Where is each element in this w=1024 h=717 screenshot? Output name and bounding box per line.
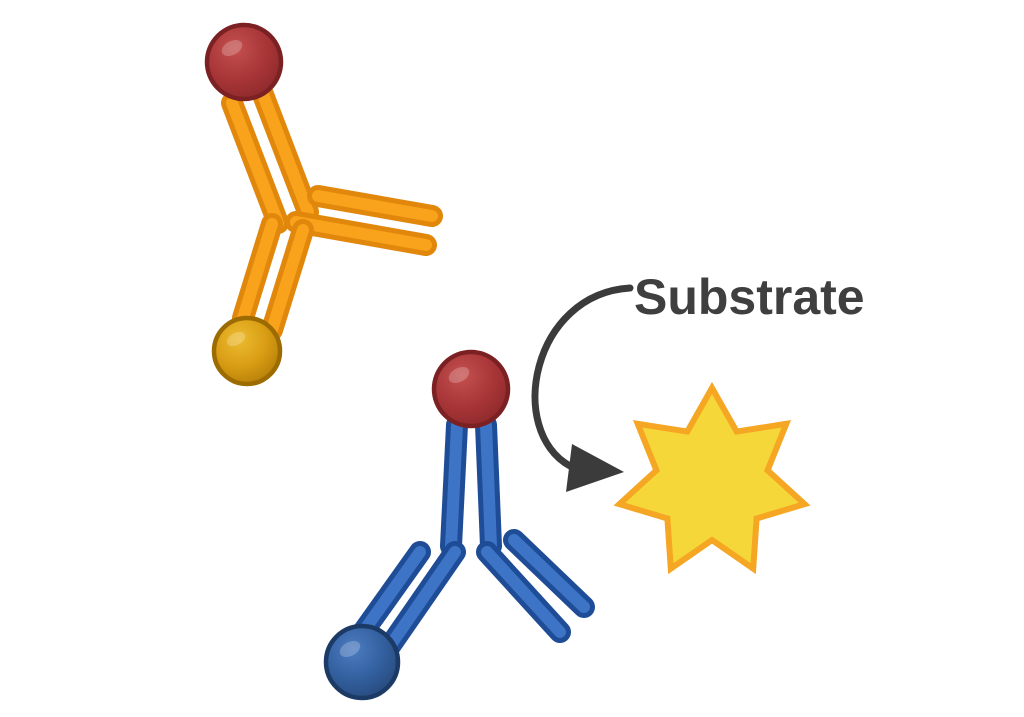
substrate-label: Substrate — [634, 269, 865, 325]
substrate-star-icon — [613, 381, 811, 575]
segment-fill — [508, 534, 590, 613]
segment-fill — [312, 190, 438, 222]
navy-sphere-icon — [323, 623, 401, 701]
orange-antibody-lower-arm — [232, 213, 314, 341]
segment-fill — [445, 419, 463, 552]
segment-fill — [290, 216, 432, 251]
sphere-highlight — [221, 39, 243, 57]
arrow-head — [566, 444, 624, 492]
segment-fill — [481, 546, 566, 638]
sphere-highlight — [226, 331, 246, 347]
gold-sphere-icon — [211, 315, 283, 387]
sphere-highlight — [339, 640, 361, 658]
segment-fill — [237, 218, 278, 324]
antibody-blue-icon — [323, 349, 595, 701]
blue-antibody-stem — [440, 414, 502, 557]
orange-antibody-stem — [221, 81, 319, 234]
sphere-highlight — [448, 366, 470, 384]
blue-antibody-left-arm — [352, 541, 466, 657]
orange-antibody-right-arm — [285, 185, 443, 256]
arrow-curve — [531, 284, 634, 470]
segment-fill — [384, 546, 461, 652]
segment-fill — [226, 97, 284, 229]
red-enzyme-sphere-icon — [204, 22, 284, 102]
antibody-orange-icon — [204, 22, 443, 387]
curved-arrow-icon — [531, 284, 634, 492]
segment-fill — [357, 546, 426, 638]
segment-fill — [256, 86, 314, 218]
red-enzyme-sphere-icon — [431, 349, 511, 429]
blue-antibody-right-arm — [476, 529, 595, 643]
segment-fill — [480, 419, 497, 552]
segment-fill — [266, 224, 309, 336]
